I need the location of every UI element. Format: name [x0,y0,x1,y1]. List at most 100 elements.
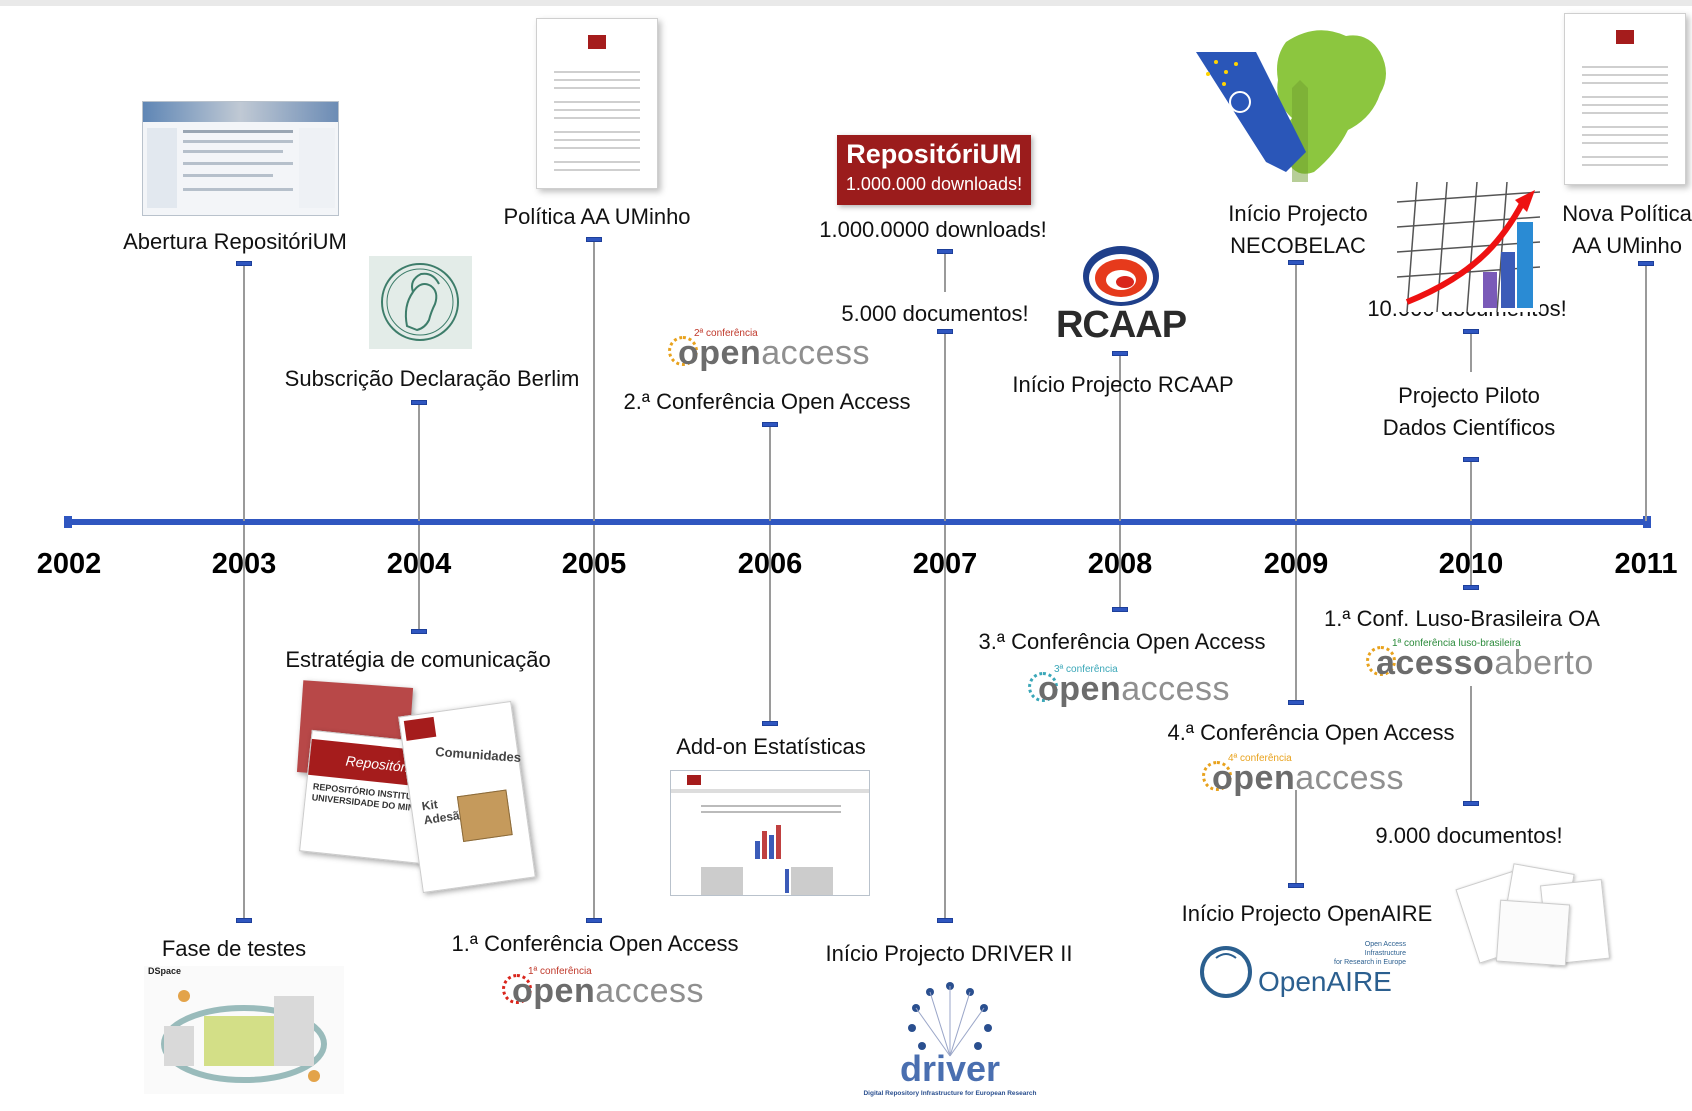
repositorium-downloads-banner: RepositóriUM 1.000.000 downloads! [837,135,1031,205]
event-marker [762,721,778,726]
event-label: Add-on Estatísticas [676,734,866,759]
event-label: Abertura RepositóriUM [123,229,347,254]
event-marker [586,237,602,242]
event-marker [411,400,427,405]
event-marker [1463,585,1479,590]
acesso-aberto-logo: 1ª conferência luso-brasileira acessoabe… [1362,638,1594,686]
event-marker [1463,457,1479,462]
event-label: Estratégia de comunicação [285,647,551,672]
growth-chart-image [1396,181,1541,313]
event-marker [236,918,252,923]
event-label: Política AA UMinho [503,204,691,229]
event-stem [1470,525,1472,588]
openaire-wordmark: OpenAIRE [1258,966,1392,997]
event-stem [1295,525,1297,703]
event-label: 5.000 documentos! [841,301,1029,326]
event-stem [944,525,946,921]
event-marker [586,918,602,923]
dspace-label: DSpace [148,966,182,976]
oa-word-bold: open [512,972,596,1010]
event-stem [418,403,420,521]
event-label: Subscrição Declaração Berlim [284,366,580,391]
repositorium-banner-title: RepositóriUM [846,139,1022,169]
event-marker [236,261,252,266]
oa-word-bold: open [1212,759,1296,797]
dspace-diagram: DSpace [144,966,344,1094]
event-label: 1.000.0000 downloads! [819,217,1047,242]
event-marker [937,329,953,334]
necobelac-logo [1196,22,1404,192]
kit-label: Kit Adesão [420,797,468,828]
event-label: 1.ª Conferência Open Access [451,931,739,956]
event-marker [1112,607,1128,612]
event-stem [944,332,946,521]
driver-wordmark: driver [899,1048,1001,1089]
repositorium-screenshot [142,101,339,216]
driver-tagline: Digital Repository Infrastructure for Eu… [863,1090,1037,1097]
year-label: 2002 [36,548,102,580]
event-marker [937,249,953,254]
oa-word-light: access [1295,759,1405,797]
event-label: Início Projecto RCAAP [1012,372,1234,397]
event-stem [593,240,595,521]
acesso-conf-label: 1ª conferência luso-brasileira [1392,638,1521,649]
event-stem [593,525,595,921]
oa-conf-label: 2ª conferência [694,328,758,339]
sun-icon [668,336,698,366]
event-label: Nova Política [1562,201,1692,226]
event-stem [1470,460,1472,521]
repositorium-banner-sub: 1.000.000 downloads! [845,174,1023,194]
oa-word-light: access [1121,670,1231,708]
sun-icon [1202,761,1232,791]
oa-conference-4-logo: 4ª conferência openaccess [1198,753,1408,801]
oa-conf-label: 3ª conferência [1054,664,1118,675]
event-stem [1119,525,1121,610]
policy-document [536,18,658,189]
event-marker [1288,260,1304,265]
event-marker [1288,883,1304,888]
event-stem [769,425,771,521]
communication-kit-image: RepositóriUM REPOSITÓRIO INSTITUCIONAL D… [290,680,536,894]
event-stem [243,525,245,921]
event-label: NECOBELAC [1230,233,1366,258]
event-stem [243,264,245,521]
oa-conf-label: 4ª conferência [1228,753,1292,764]
acesso-word-bold: acesso [1376,644,1495,682]
openaire-tag-line: for Research in Europe [1334,959,1406,966]
rcaap-logo: RCAAP [1053,240,1189,350]
minerva-emblem [369,256,472,349]
new-policy-document [1564,13,1686,185]
sun-icon [502,974,532,1004]
kit-leaflet: Comunidades Kit Adesão [398,700,536,894]
openaire-logo: OpenAIRE Open Access Infrastructure for … [1196,940,1406,1004]
oa-conference-1-logo: 1ª conferência openaccess [498,966,708,1014]
kit-comunidades: Comunidades [434,744,522,766]
timeline-axis [66,519,1650,525]
event-label: Fase de testes [161,936,307,961]
event-marker [1288,700,1304,705]
event-stem [769,525,771,724]
oa-word-bold: open [678,334,762,372]
driver-logo: driver Digital Repository Infrastructure… [860,980,1040,1100]
event-marker [1112,351,1128,356]
event-marker [937,918,953,923]
oa-word-light: access [761,334,871,372]
axis-end-cap [1643,516,1651,528]
event-label: 3.ª Conferência Open Access [978,629,1266,654]
event-label: 1.ª Conf. Luso-Brasileira OA [1324,606,1600,631]
event-stem [1295,790,1297,886]
oa-conference-2-logo: 2ª conferência openaccess [664,328,874,376]
acesso-word-light: aberto [1494,644,1594,682]
oa-word-bold: open [1038,670,1122,708]
statistics-addon-screenshot [670,770,870,896]
oa-conf-label: 1ª conferência [528,966,592,977]
oa-conference-3-logo: 3ª conferência openaccess [1024,664,1234,712]
event-label: Dados Científicos [1382,415,1556,440]
event-label: AA UMinho [1571,233,1683,258]
openaire-tagline: Open Access Infrastructure for Research … [1334,940,1406,967]
event-stem [1119,354,1121,521]
box-icon [456,789,513,842]
event-label: Início Projecto DRIVER II [825,941,1073,966]
year-label: 2011 [1614,548,1678,580]
axis-start-cap [64,516,72,528]
